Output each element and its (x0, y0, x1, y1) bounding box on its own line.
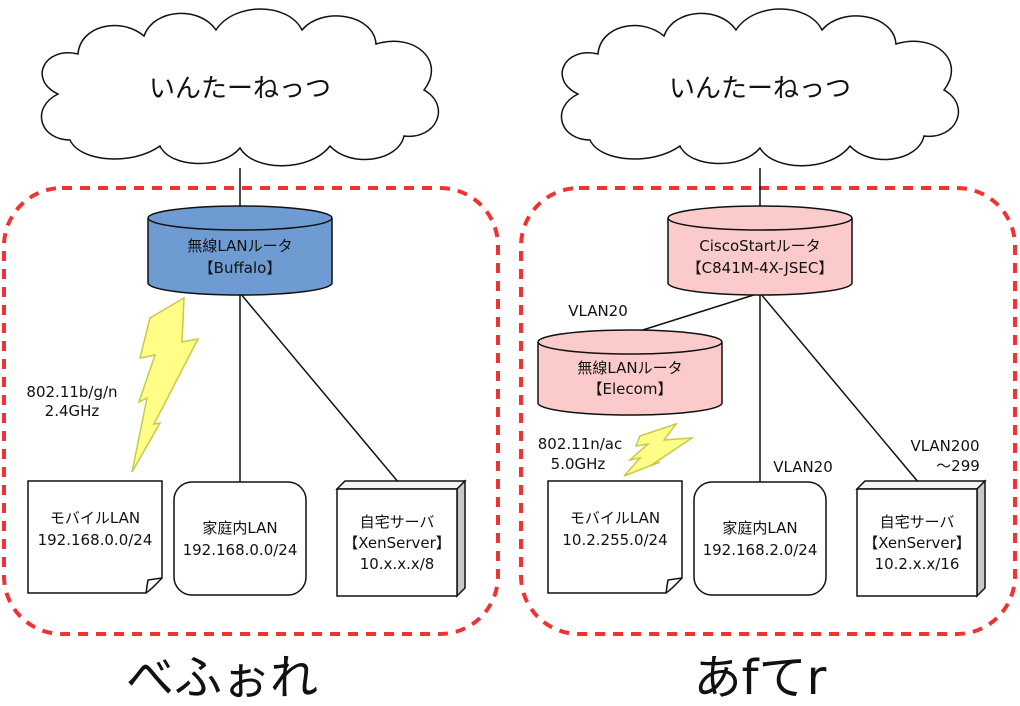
router-label: CiscoStartルータ (699, 237, 821, 255)
node-label: 10.2.255.0/24 (562, 531, 667, 549)
home-lan-node: 家庭内LAN 192.168.2.0/24 (693, 481, 827, 596)
network-boundary (519, 186, 1017, 636)
node-label: 192.168.0.0/24 (38, 531, 153, 549)
network-boundary (2, 186, 500, 636)
vlan-label-server: VLAN200 (910, 437, 979, 455)
internet-cloud: いんたーねっつ (560, 8, 960, 167)
node-label: 【XenServer】 (863, 534, 971, 552)
server-node: 自宅サーバ 【XenServer】 10.x.x.x/8 (335, 479, 467, 598)
cloud-label: いんたーねっつ (669, 74, 851, 104)
internet-cloud: いんたーねっつ (40, 8, 440, 167)
node-label: 192.168.2.0/24 (703, 541, 818, 559)
vlan-label-home: VLAN20 (773, 458, 833, 476)
node-label: 家庭内LAN (202, 519, 277, 537)
router-model: 【Elecom】 (588, 380, 673, 398)
diagram-title: べふぉれ (126, 650, 318, 706)
router-label: 無線LANルータ (577, 359, 682, 377)
router-buffalo: 無線LANルータ 【Buffalo】 (147, 205, 333, 296)
vlan-label-wireless: VLAN20 (568, 302, 628, 320)
mobile-lan-node: モバイルLAN 10.2.255.0/24 (547, 480, 683, 594)
home-lan-node: 家庭内LAN 192.168.0.0/24 (173, 481, 307, 596)
wireless-band: 5.0GHz (551, 455, 606, 473)
router-model: 【Buffalo】 (199, 259, 282, 277)
node-label: 10.2.x.x/16 (875, 555, 960, 573)
after-diagram: いんたーねっつ CiscoStartルータ 【C841M-4X-JSEC】 VL… (519, 8, 1017, 706)
before-diagram: いんたーねっつ 無線LANルータ 【Buffalo】 802.11b/g/n 2… (2, 8, 500, 706)
node-label: 家庭内LAN (722, 519, 797, 537)
node-label: モバイルLAN (50, 509, 140, 527)
wireless-lightning-icon (623, 422, 695, 477)
diagram-title: あfてr (694, 650, 827, 706)
wireless-standard: 802.11n/ac (538, 435, 623, 453)
wireless-standard: 802.11b/g/n (26, 383, 117, 401)
node-label: モバイルLAN (570, 509, 660, 527)
node-label: 【XenServer】 (343, 534, 451, 552)
router-label: 無線LANルータ (187, 237, 292, 255)
node-label: 自宅サーバ (880, 513, 955, 531)
node-label: 自宅サーバ (360, 513, 435, 531)
server-node: 自宅サーバ 【XenServer】 10.2.x.x/16 (855, 479, 987, 598)
router-elecom: 無線LANルータ 【Elecom】 (537, 329, 723, 416)
node-label: 10.x.x.x/8 (360, 555, 435, 573)
vlan-range: ～299 (936, 457, 980, 475)
mobile-lan-node: モバイルLAN 192.168.0.0/24 (27, 480, 163, 594)
wireless-lightning-icon (131, 296, 200, 473)
cloud-label: いんたーねっつ (149, 74, 331, 104)
router-cisco: CiscoStartルータ 【C841M-4X-JSEC】 (667, 205, 853, 296)
wireless-band: 2.4GHz (45, 402, 100, 420)
router-model: 【C841M-4X-JSEC】 (687, 259, 834, 277)
node-label: 192.168.0.0/24 (183, 541, 298, 559)
